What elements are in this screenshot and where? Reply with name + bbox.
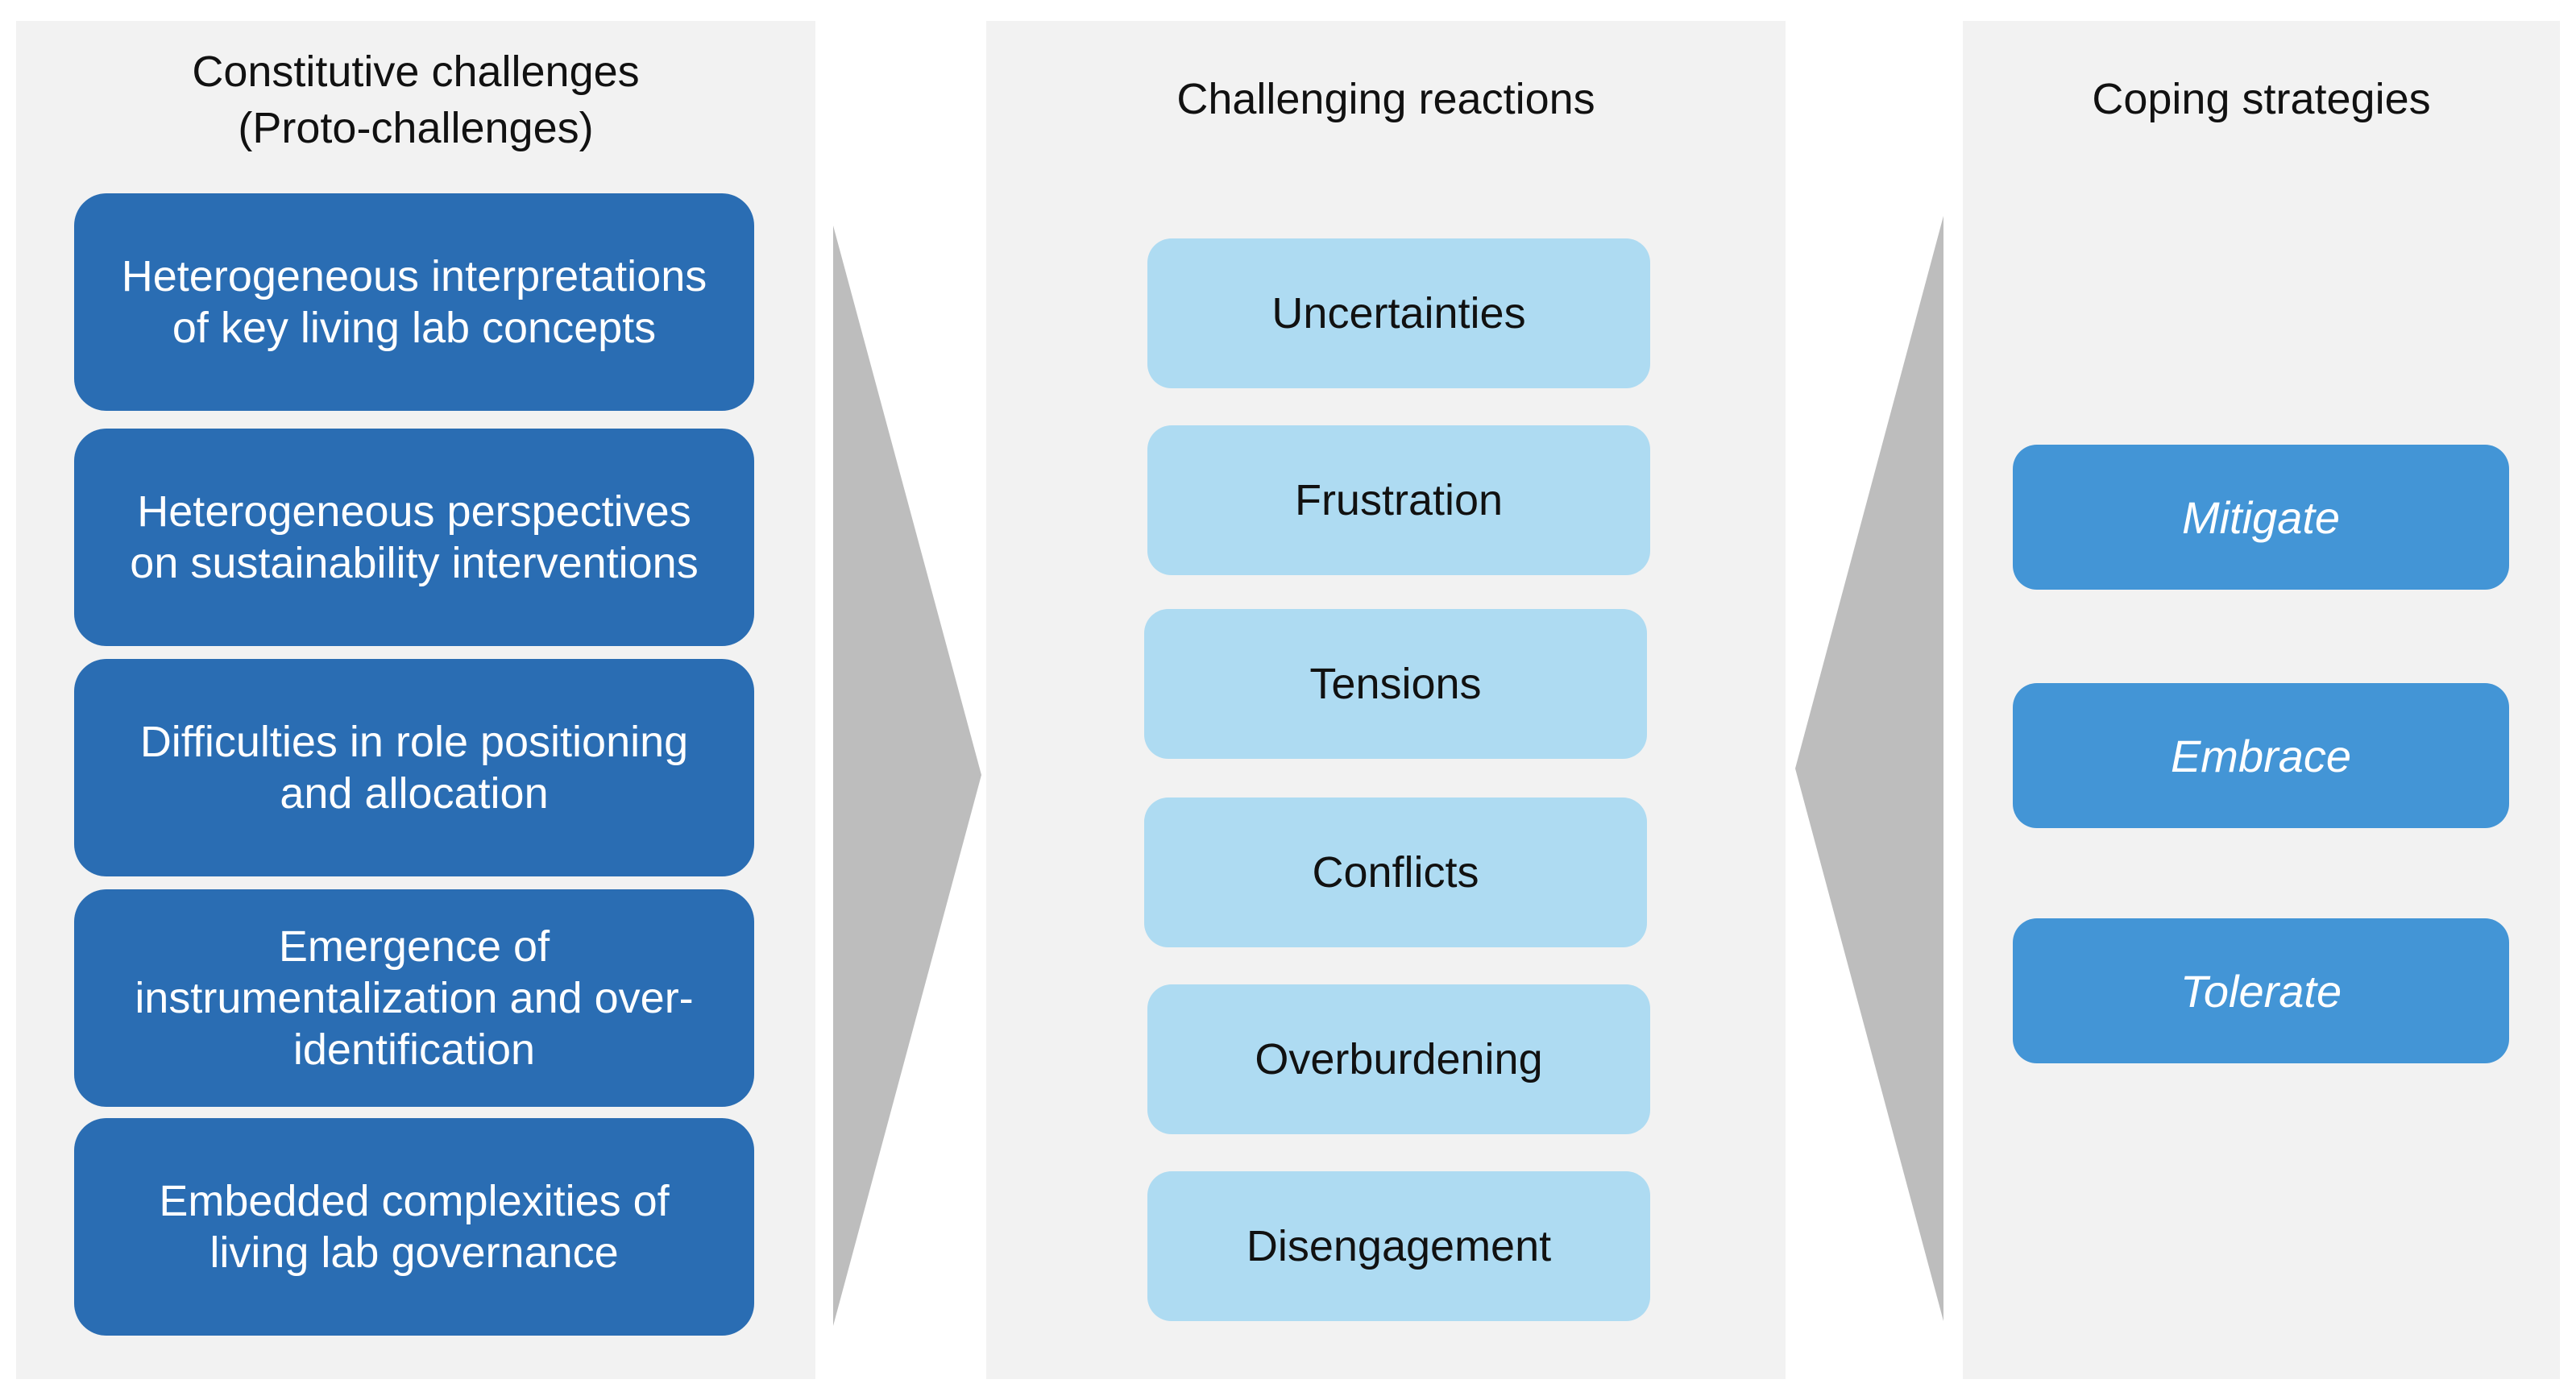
challenge-text-line: and allocation — [280, 769, 549, 818]
challenge-text-line: instrumentalization and over- — [135, 974, 694, 1022]
reaction-box-tensions: Tensions — [1144, 609, 1647, 759]
challenge-box-instrumentalization: Emergence of instrumentalization and ove… — [74, 889, 754, 1107]
strategy-box-tolerate: Tolerate — [2013, 918, 2509, 1063]
reaction-box-disengagement: Disengagement — [1147, 1171, 1650, 1321]
reaction-box-frustration: Frustration — [1147, 425, 1650, 575]
challenge-box-role-positioning: Difficulties in role positioning and all… — [74, 659, 754, 876]
challenges-panel: Constitutive challenges (Proto-challenge… — [16, 21, 815, 1379]
challenge-text-line: identification — [292, 1025, 536, 1074]
reaction-box-uncertainties: Uncertainties — [1147, 238, 1650, 388]
challenge-text-line: Heterogeneous interpretations — [121, 252, 707, 300]
challenges-title: Constitutive challenges (Proto-challenge… — [16, 44, 815, 156]
strategies-title: Coping strategies — [2092, 75, 2431, 123]
challenge-box-perspectives: Heterogeneous perspectives on sustainabi… — [74, 429, 754, 646]
challenge-box-governance: Embedded complexities of living lab gove… — [74, 1118, 754, 1336]
challenges-title-line-1: Constitutive challenges — [192, 48, 640, 96]
reactions-panel: Challenging reactions Uncertainties Frus… — [986, 21, 1786, 1379]
strategy-label: Mitigate — [2181, 491, 2341, 543]
strategy-box-mitigate: Mitigate — [2013, 445, 2509, 590]
reaction-label: Frustration — [1294, 476, 1504, 524]
challenge-text-line: on sustainability interventions — [130, 539, 699, 587]
strategies-panel: Coping strategies Mitigate Embrace Toler… — [1963, 21, 2560, 1379]
challenge-text-line: of key living lab concepts — [172, 304, 657, 352]
reaction-label: Conflicts — [1312, 848, 1479, 897]
strategy-box-embrace: Embrace — [2013, 683, 2509, 828]
challenge-text-line: Difficulties in role positioning — [139, 718, 689, 766]
challenge-text-line: Heterogeneous perspectives — [137, 487, 691, 536]
reaction-label: Disengagement — [1246, 1222, 1552, 1270]
challenge-text-line: Emergence of — [278, 922, 550, 971]
reaction-label: Overburdening — [1255, 1035, 1543, 1083]
reaction-label: Tensions — [1309, 660, 1482, 708]
strategy-label: Tolerate — [2180, 965, 2342, 1017]
reaction-box-overburdening: Overburdening — [1147, 984, 1650, 1134]
challenge-box-interpretations: Heterogeneous interpretations of key liv… — [74, 193, 754, 411]
reaction-box-conflicts: Conflicts — [1144, 798, 1647, 947]
strategy-label: Embrace — [2170, 730, 2352, 781]
challenges-title-line-2: (Proto-challenges) — [238, 104, 594, 152]
reaction-label: Uncertainties — [1271, 289, 1526, 338]
reactions-title: Challenging reactions — [1176, 75, 1595, 123]
challenge-text-line: Embedded complexities of — [159, 1177, 670, 1225]
challenge-text-line: living lab governance — [209, 1228, 619, 1277]
